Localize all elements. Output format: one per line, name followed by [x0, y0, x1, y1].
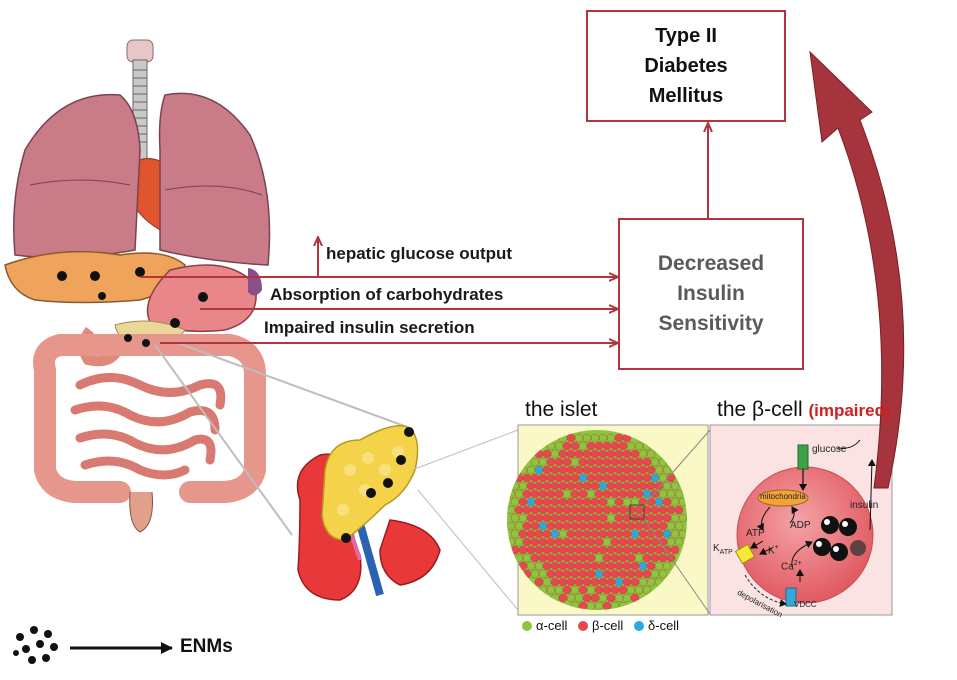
label-mitochondria: mitochondria	[760, 492, 806, 501]
small-intestine	[70, 373, 226, 480]
label-adp: ADP	[790, 520, 811, 531]
dis-line-2: Insulin	[677, 282, 745, 305]
t2dm-line-3: Mellitus	[648, 85, 724, 107]
large-intestine	[33, 334, 266, 503]
anatomy-illustration	[4, 39, 271, 533]
t2dm-box: Type II Diabetes Mellitus	[586, 10, 786, 122]
zoom-lines-pancreas	[154, 341, 408, 536]
legend-alpha-cell: α-cell	[522, 618, 567, 633]
right-lung	[158, 92, 271, 266]
legend-beta-cell: β-cell	[578, 618, 623, 633]
zoom-lines-islet	[411, 429, 519, 611]
label-vdcc: VDCC	[794, 600, 817, 609]
delta-cell-swatch	[634, 620, 644, 631]
label-glucose: glucose	[812, 444, 847, 455]
beta-cell-title-text: the β-cell	[717, 398, 803, 421]
enm-legend-symbol	[13, 626, 58, 664]
curved-arrow-to-t2dm	[809, 50, 905, 489]
label-atp: ATP	[746, 528, 765, 539]
enm-dots-pancreas	[341, 427, 414, 543]
impaired-label: (impaired)	[808, 401, 891, 420]
glucose-transporter	[797, 444, 809, 470]
left-lung	[13, 93, 141, 259]
decreased-insulin-sensitivity-box: Decreased Insulin Sensitivity	[618, 218, 804, 370]
pancreas-large	[296, 425, 441, 601]
beta-cell-swatch	[578, 620, 588, 631]
dis-line-1: Decreased	[657, 252, 765, 275]
insulin-secretion-label: Impaired insulin secretion	[264, 318, 475, 337]
absorption-label: Absorption of carbohydrates	[270, 285, 504, 304]
insulin-granules	[813, 516, 866, 561]
katp-channel	[734, 543, 756, 565]
enm-dots-organs	[57, 267, 208, 347]
label-insulin: insulin	[850, 500, 879, 511]
flow-arrows	[140, 124, 708, 343]
enm-label: ENMs	[180, 636, 233, 657]
islet-panel	[507, 424, 709, 616]
dis-line-3: Sensitivity	[658, 312, 764, 335]
vdcc-channel	[785, 587, 797, 607]
t2dm-line-1: Type II	[655, 25, 717, 47]
legend-delta-cell: δ-cell	[634, 618, 679, 633]
beta-cell-title: the β-cell (impaired)	[717, 398, 891, 422]
mitochondria	[757, 489, 809, 507]
t2dm-line-2: Diabetes	[644, 55, 728, 77]
label-ca-ion: Ca2+	[781, 560, 802, 573]
hepatic-glucose-label: hepatic glucose output	[326, 244, 513, 263]
label-katp: KATP	[713, 543, 733, 556]
alpha-cell-swatch	[522, 620, 532, 631]
islet-title: the islet	[525, 398, 598, 421]
beta-cell-panel	[709, 424, 893, 616]
label-k-ion: K+	[768, 544, 779, 557]
